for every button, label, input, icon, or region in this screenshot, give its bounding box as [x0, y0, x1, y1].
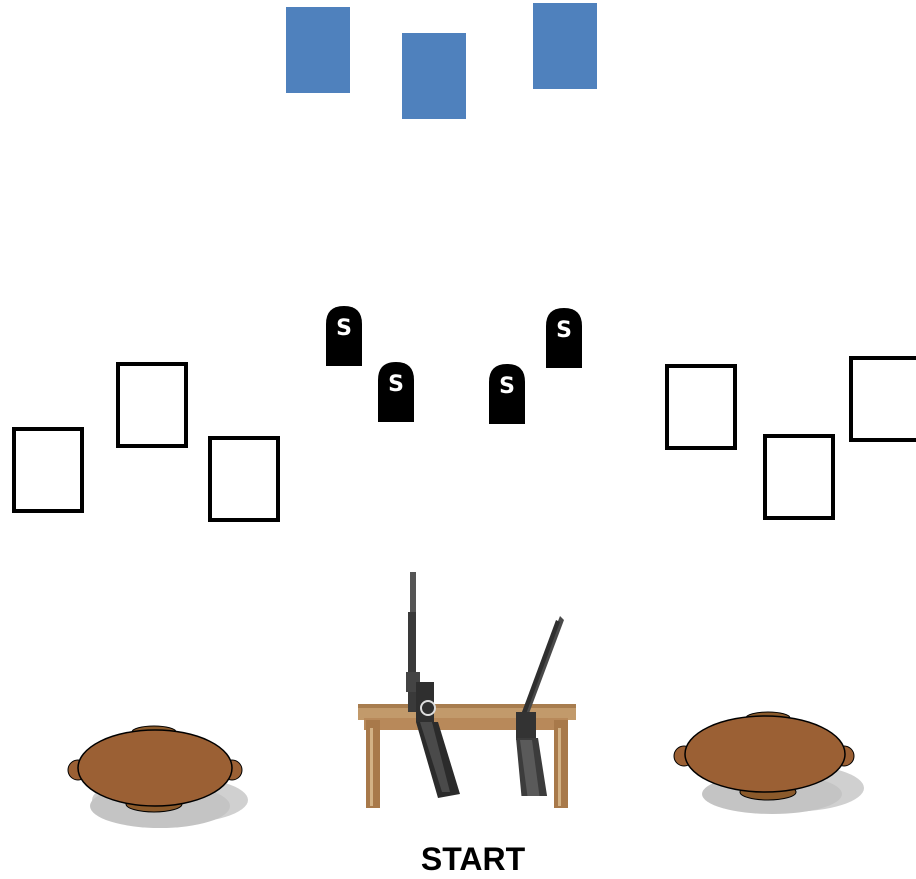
steel-target-letter: S — [499, 374, 515, 399]
shotgun-icon — [516, 616, 564, 796]
barrel-icon — [66, 722, 262, 834]
steel-target-letter: S — [336, 316, 352, 341]
blue-target-2 — [402, 33, 466, 119]
paper-target-left-1 — [12, 427, 84, 513]
lever-action-rifle-icon — [406, 572, 460, 798]
steel-target-letter: S — [556, 318, 572, 343]
blue-target-3 — [533, 3, 597, 89]
paper-target-left-3 — [208, 436, 280, 522]
blue-target-1 — [286, 7, 350, 93]
start-label: START — [420, 841, 526, 877]
paper-target-right-3 — [849, 356, 916, 442]
steel-target-3: S — [489, 364, 525, 424]
paper-target-left-2 — [116, 362, 188, 448]
steel-target-1: S — [326, 306, 362, 366]
paper-target-right-1 — [665, 364, 737, 450]
steel-target-4: S — [546, 308, 582, 368]
steel-target-letter: S — [388, 372, 404, 397]
wooden-table-icon — [356, 568, 582, 814]
paper-target-right-2 — [763, 434, 835, 520]
barrel-icon — [672, 708, 868, 820]
steel-target-2: S — [378, 362, 414, 422]
